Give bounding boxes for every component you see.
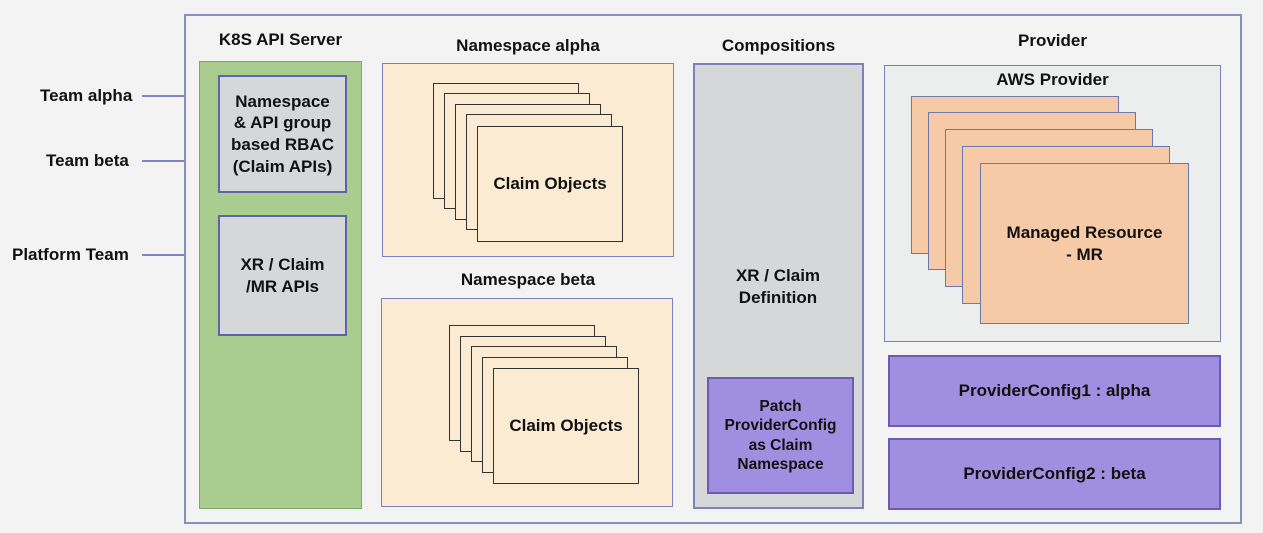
api-server-title: K8S API Server [218,30,343,49]
aws-provider-title: AWS Provider [996,70,1109,89]
managed-resource-box: Managed Resource - MR [980,163,1189,324]
xr-claim-definition: XR / Claim Definition [735,266,821,307]
providerconfig1-alpha: ProviderConfig1 : alpha [888,355,1221,427]
team-beta-label: Team beta [46,151,129,170]
provider-title: Provider [1018,31,1087,50]
claim-objects-alpha: Claim Objects [477,126,623,242]
rbac-box: Namespace & API group based RBAC (Claim … [218,75,347,193]
namespace-alpha-title: Namespace alpha [456,36,600,55]
xr-claim-mr-apis-box: XR / Claim /MR APIs [218,215,347,336]
team-alpha-label: Team alpha [40,86,133,105]
platform-team-label: Platform Team [12,245,129,264]
namespace-beta-title: Namespace beta [460,270,596,289]
compositions-title: Compositions [721,36,836,55]
claim-objects-beta: Claim Objects [493,368,639,484]
patch-providerconfig-box: Patch ProviderConfig as Claim Namespace [707,377,854,494]
providerconfig2-beta: ProviderConfig2 : beta [888,438,1221,510]
